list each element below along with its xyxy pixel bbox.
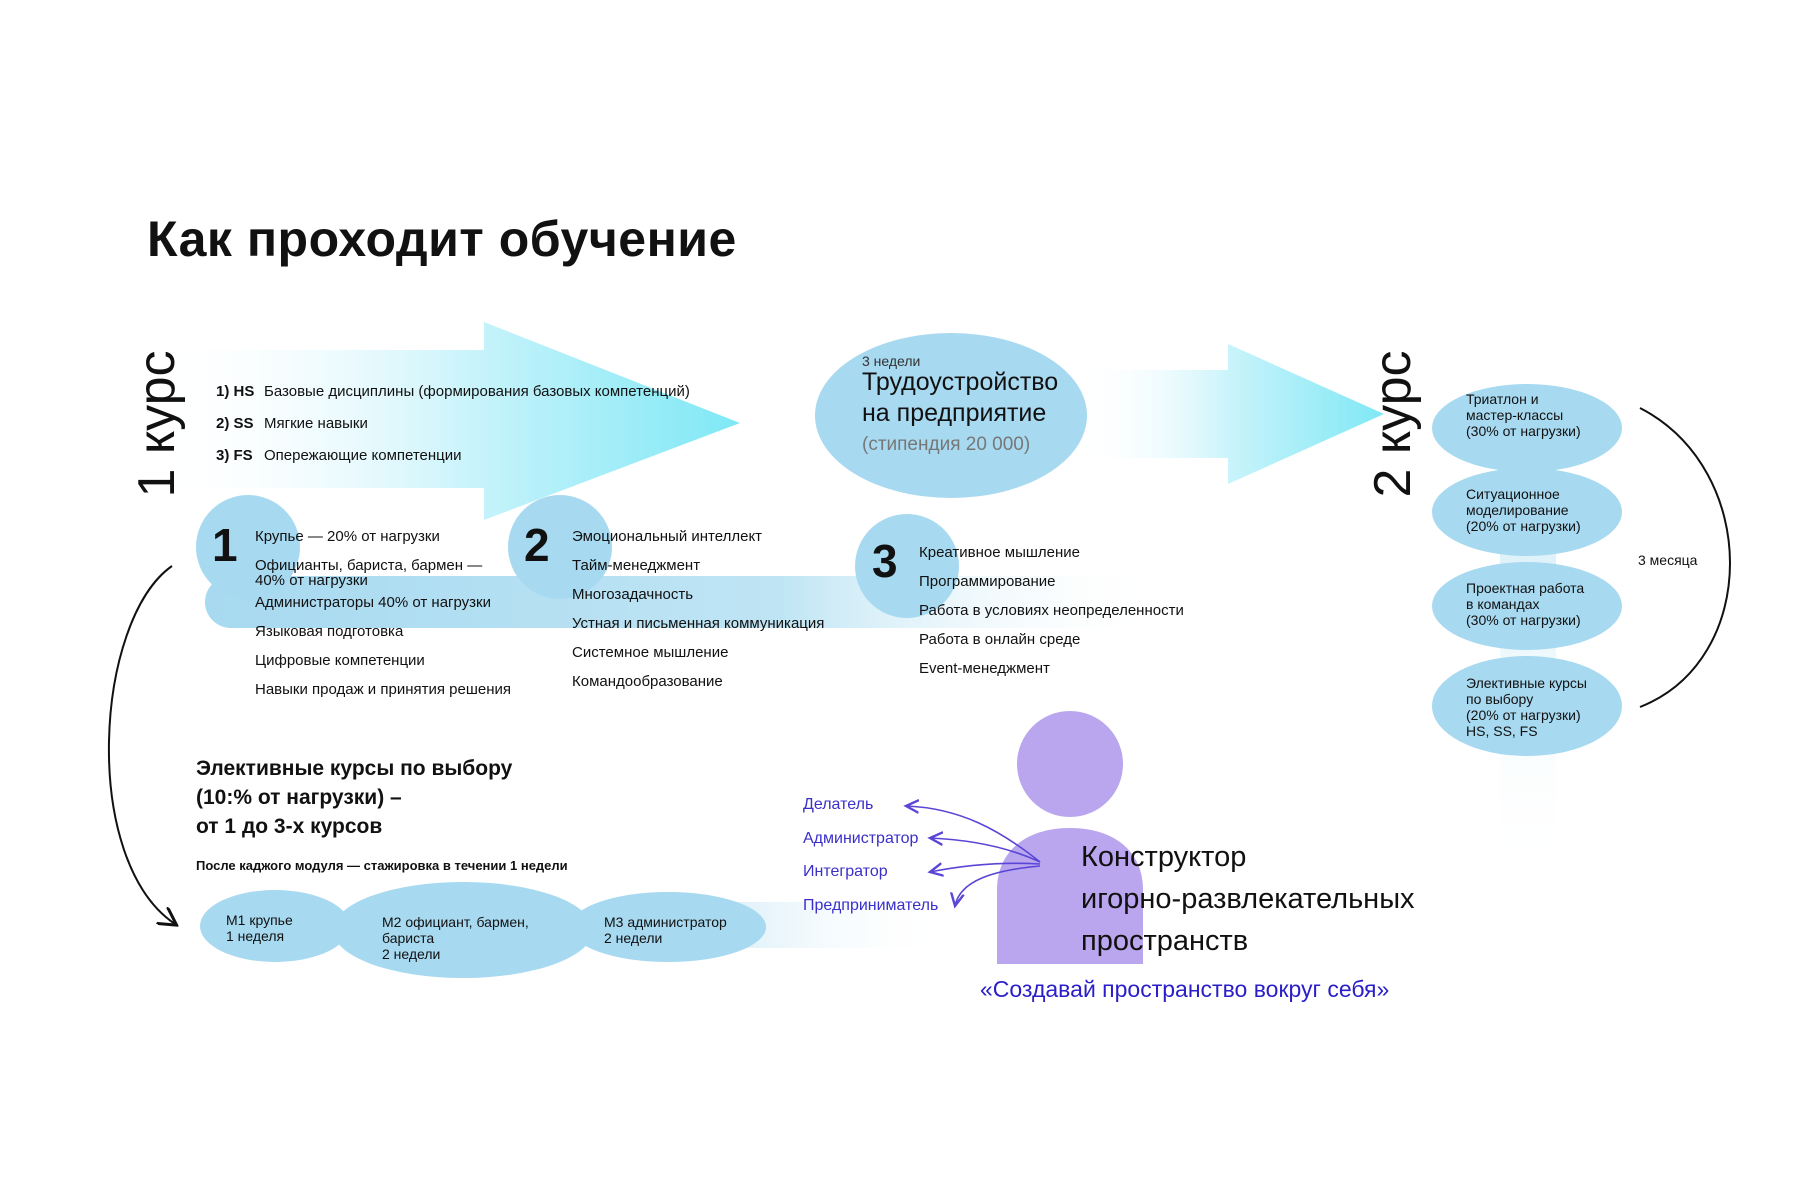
- track-code: 3) FS: [216, 447, 253, 464]
- list-item: Администраторы 40% от нагрузки: [255, 594, 492, 611]
- internship-oval-m3: [570, 892, 766, 962]
- role-integrator: Интегратор: [803, 863, 888, 880]
- module2-list: Эмоциональный интеллект Тайм-менеджмент …: [572, 522, 824, 696]
- module2-circle: [508, 495, 612, 599]
- employment-weeks: 3 недели: [862, 353, 921, 369]
- employment-title: Трудоустройство на предприятие: [862, 368, 1059, 427]
- person-body: [997, 828, 1143, 964]
- list-item: Крупье — 20% от нагрузки: [255, 528, 440, 545]
- left-curve-arrow: [108, 565, 175, 924]
- role-doer: Делатель: [803, 796, 874, 813]
- list-item: Работа в онлайн среде: [919, 631, 1081, 648]
- course2-block-oval: [1432, 562, 1622, 650]
- role-administrator: Администратор: [803, 830, 919, 847]
- person-head: [1017, 711, 1123, 817]
- track-text: Мягкие навыки: [264, 415, 368, 432]
- list-item: Устная и письменная коммуникация: [572, 615, 825, 632]
- list-item: Эмоциональный интеллект: [572, 528, 763, 545]
- constructor-title: Конструктор игорно-развлекательных прост…: [1081, 841, 1415, 957]
- electives-heading: Элективные курсы по выбору (10:% от нагр…: [196, 757, 513, 838]
- list-item: Event-менеджмент: [919, 660, 1050, 677]
- course2-arrow: [1080, 344, 1384, 484]
- track-text: Базовые дисциплины (формирования базовых…: [264, 383, 690, 400]
- list-item: Командообразование: [572, 673, 723, 690]
- track-fs: 3) FS Опережающие компетенции: [216, 447, 462, 464]
- course1-arrow: [150, 322, 740, 520]
- months-label: 3 месяца: [1638, 552, 1698, 568]
- list-item: Программирование: [919, 573, 1056, 590]
- list-item: Креативное мышление: [919, 544, 1081, 561]
- slogan: «Создавай пространство вокруг себя»: [980, 976, 1390, 1002]
- module3-circle: [855, 514, 959, 618]
- list-item: Языковая подготовка: [255, 623, 404, 640]
- track-ss: 2) SS Мягкие навыки: [216, 415, 368, 432]
- internship-note: После каджого модуля — стажировка в тече…: [196, 858, 568, 873]
- course2-block-oval: [1432, 656, 1622, 756]
- module3-number: 3: [872, 535, 898, 587]
- list-item: Навыки продаж и принятия решения: [255, 681, 511, 698]
- course2-label: 2 курс: [1364, 350, 1422, 498]
- track-text: Опережающие компетенции: [264, 447, 462, 464]
- page-title: Как проходит обучение: [147, 211, 737, 267]
- list-item: Тайм-менеджмент: [572, 557, 701, 574]
- track-hs: 1) HS Базовые дисциплины (формирования ба…: [216, 383, 690, 400]
- module1-list: Крупье — 20% от нагрузки Официанты, бари…: [255, 522, 511, 704]
- list-item: Системное мышление: [572, 644, 729, 661]
- employment-stipend: (стипендия 20 000): [862, 434, 1031, 455]
- course1-label: 1 курс: [128, 350, 186, 498]
- track-code: 2) SS: [216, 415, 254, 432]
- list-item: Официанты, бариста, бармен —40% от нагру…: [255, 557, 483, 589]
- internship-oval-m2: [333, 882, 593, 978]
- module1-number: 1: [212, 519, 238, 571]
- track-code: 1) HS: [216, 383, 255, 400]
- course2-block-oval: [1432, 468, 1622, 556]
- course2-block-oval: [1432, 384, 1622, 472]
- module1-circle: [196, 495, 300, 599]
- list-item: Работа в условиях неопределенности: [919, 602, 1184, 619]
- role-entrepreneur: Предприниматель: [803, 897, 939, 914]
- list-item: Цифровые компетенции: [255, 652, 425, 669]
- internship-oval-m1: [200, 890, 350, 962]
- module3-list: Креативное мышление Программирование Раб…: [919, 538, 1184, 683]
- months-arc: [1639, 407, 1731, 708]
- list-item: Многозадачность: [572, 586, 694, 603]
- module2-number: 2: [524, 519, 550, 571]
- employment-oval: [815, 333, 1087, 498]
